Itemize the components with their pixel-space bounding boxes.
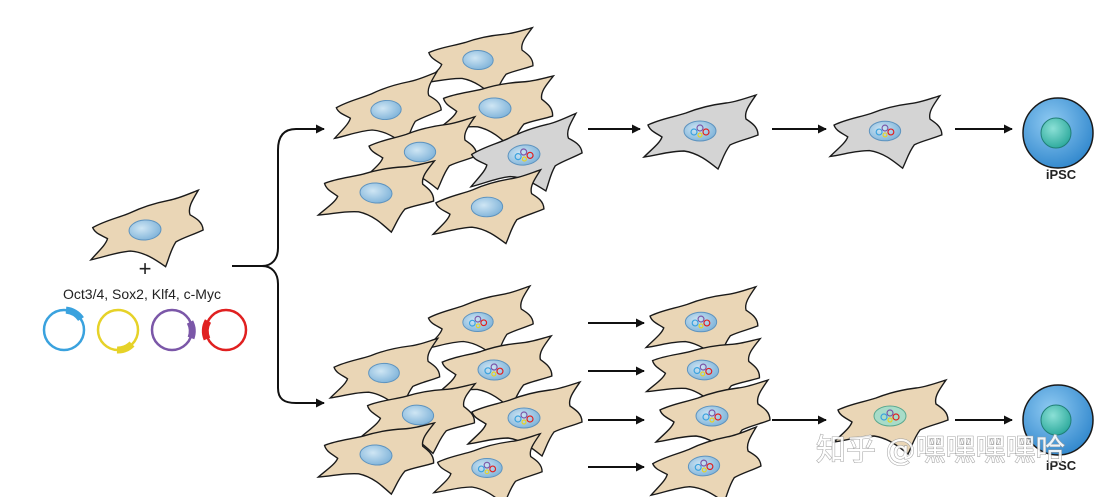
cells-layer xyxy=(85,23,949,497)
integrated-plasmid xyxy=(887,417,893,423)
nucleus xyxy=(403,141,437,163)
integrated-plasmid xyxy=(880,413,888,421)
integrated-plasmid xyxy=(468,319,476,327)
transduced-cell xyxy=(833,379,949,455)
integrated-plasmid xyxy=(701,467,707,473)
integrated-plasmid xyxy=(475,323,481,329)
nucleus xyxy=(128,219,162,241)
integrated-plasmid xyxy=(702,128,710,136)
ipsc-bottom xyxy=(1022,384,1094,456)
fibroblast-cell xyxy=(329,337,441,411)
nucleus xyxy=(359,182,393,204)
integrated-plasmid xyxy=(520,148,528,156)
integrated-plasmid xyxy=(706,463,714,471)
nucleus xyxy=(359,444,393,466)
integrated-plasmid xyxy=(484,367,492,375)
integrated-plasmid xyxy=(474,315,482,323)
integrated-plasmid xyxy=(875,128,883,136)
fibroblast-cell xyxy=(85,189,207,273)
fibroblast-cell xyxy=(316,152,438,236)
gray-cell xyxy=(463,112,587,200)
integrated-plasmid xyxy=(489,465,497,473)
fibroblast-cell xyxy=(430,169,546,247)
integrated-plasmid xyxy=(714,413,722,421)
plasmid-oct34-icon xyxy=(42,306,86,352)
integrated-plasmid xyxy=(697,315,705,323)
ipsc-bottom-label: iPSC xyxy=(1046,458,1077,473)
transduced-cell xyxy=(644,330,763,412)
integrated-plasmid xyxy=(514,153,522,161)
factors-label: Oct3/4, Sox2, Klf4, c-Myc xyxy=(63,286,221,302)
integrated-plasmid xyxy=(887,128,895,136)
integrated-plasmid xyxy=(690,128,698,136)
integrated-plasmid xyxy=(700,459,708,467)
integrated-plasmid xyxy=(483,461,491,469)
integrated-plasmid xyxy=(697,132,703,138)
plasmid-klf4-icon xyxy=(150,308,196,352)
nucleus xyxy=(470,196,504,218)
integrated-plasmid xyxy=(698,323,704,329)
fibroblast-cell xyxy=(422,23,535,99)
integrated-plasmid xyxy=(526,151,534,159)
ipsc-top xyxy=(1022,97,1094,169)
fibroblast-cell xyxy=(329,71,445,151)
plasmid-group xyxy=(42,306,248,354)
integrated-plasmid xyxy=(526,415,534,423)
transduced-cell xyxy=(433,433,543,497)
integrated-plasmid xyxy=(484,469,490,475)
watermark-text: 知乎 @嘿嘿嘿嘿哈 xyxy=(816,433,1066,468)
gray-cell xyxy=(829,95,943,169)
fibroblast-cell xyxy=(364,116,478,190)
integrated-plasmid xyxy=(881,124,889,132)
integrated-plasmid xyxy=(691,319,699,327)
integrated-plasmid xyxy=(491,371,497,377)
nucleus xyxy=(401,404,435,426)
integrated-plasmid xyxy=(694,463,702,471)
integrated-plasmid xyxy=(705,367,713,375)
nucleus xyxy=(370,99,402,121)
plasmid-sox2-icon xyxy=(96,308,140,354)
fibroblast-cell xyxy=(435,67,557,151)
transduced-cell xyxy=(655,379,771,455)
transduced-cell xyxy=(646,426,764,497)
integrated-plasmid xyxy=(886,409,894,417)
ipsc-top-label: iPSC xyxy=(1046,167,1077,182)
plus-sign: + xyxy=(139,256,152,281)
integrated-plasmid xyxy=(514,415,522,423)
integrated-plasmid xyxy=(496,367,504,375)
transduced-cell xyxy=(422,285,535,361)
integrated-plasmid xyxy=(521,419,527,425)
nucleus xyxy=(478,97,512,119)
arrows xyxy=(588,124,1013,472)
integrated-plasmid xyxy=(892,413,900,421)
integrated-plasmid xyxy=(480,319,488,327)
integrated-plasmid xyxy=(882,132,888,138)
integrated-plasmid xyxy=(521,156,528,162)
integrated-plasmid xyxy=(699,363,707,371)
integrated-plasmid xyxy=(520,411,528,419)
nucleus xyxy=(462,50,494,70)
plasmid-cmyc-icon xyxy=(201,308,248,352)
integrated-plasmid xyxy=(477,465,485,473)
integrated-plasmid xyxy=(490,363,498,371)
integrated-plasmid xyxy=(703,319,711,327)
integrated-plasmid xyxy=(709,417,715,423)
gray-cell xyxy=(643,94,759,170)
nucleus xyxy=(368,362,400,384)
transduced-cell xyxy=(436,331,554,411)
integrated-plasmid xyxy=(702,413,710,421)
integrated-plasmid xyxy=(696,124,704,132)
branch-connector xyxy=(232,124,325,408)
integrated-plasmid xyxy=(708,409,716,417)
fibroblast-cell xyxy=(359,375,478,457)
transduced-cell xyxy=(467,381,583,457)
integrated-plasmid xyxy=(693,367,701,375)
transduced-cell xyxy=(645,286,759,360)
fibroblast-cell xyxy=(316,414,438,497)
integrated-plasmid xyxy=(700,371,706,377)
